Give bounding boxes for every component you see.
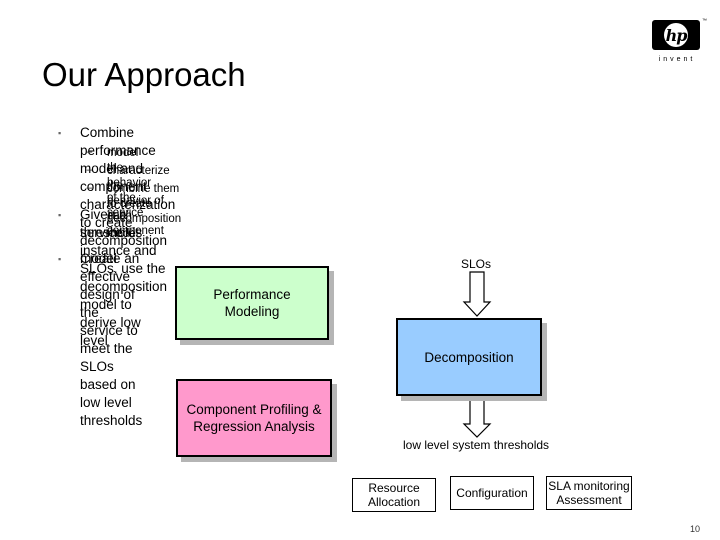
bullet-text: Given a service instance and SLOs, use t… [80,207,168,348]
hp-logo-mark: hp [652,20,700,50]
sub-bullet-marker: − [86,165,93,177]
component-profiling-line1: Component Profiling & [186,402,322,417]
hp-logo-tagline: invent [658,56,696,63]
configuration-box: Configuration [450,476,534,510]
performance-modeling-box: Performance Modeling [175,266,329,340]
bullet-text: Combine performance model and component … [80,125,176,266]
thresholds-label: low level system thresholds [403,438,550,452]
sub-bullet-text: combine them to create decomposition mod… [107,183,182,240]
decomposition-box: Decomposition [396,318,542,396]
sub-bullet-text: model the behavior of the service [107,147,152,219]
sla-monitoring-box: SLA monitoring Assessment [546,476,632,510]
hp-logo-text: hp [664,23,688,47]
trademark-symbol: ™ [702,18,707,24]
bullet-text: Create an effective design of the servic… [80,251,143,428]
hp-logo: hp ™ invent [652,18,707,68]
resource-allocation-line2: Allocation [367,495,421,509]
thresholds-arrow [462,396,492,438]
component-profiling-line2: Regression Analysis [193,419,315,434]
bullet-text: thresholds [80,225,143,240]
slos-arrow [462,271,492,317]
sla-monitoring-line1: SLA monitoring [548,479,630,493]
sub-bullet-text: characterize the behavior of each compon… [107,165,170,237]
slos-label: SLOs [461,257,492,271]
bullet-marker: ▪ [58,210,62,220]
configuration-label: Configuration [456,486,528,500]
sla-monitoring-line2: Assessment [556,493,622,507]
performance-modeling-line1: Performance [213,287,291,302]
bullet-marker: ▪ [58,128,62,138]
page-number: 10 [690,524,701,534]
sub-bullet-marker: − [86,183,93,195]
resource-allocation-box: Resource Allocation [352,478,436,512]
sub-bullet-marker: − [86,147,93,159]
decomposition-label: Decomposition [424,349,514,365]
component-profiling-box: Component Profiling & Regression Analysi… [176,379,332,457]
performance-modeling-line2: Modeling [224,304,280,319]
resource-allocation-line1: Resource [368,481,420,495]
bullet-marker: ▪ [58,254,62,264]
slide-title: Our Approach [42,56,246,93]
